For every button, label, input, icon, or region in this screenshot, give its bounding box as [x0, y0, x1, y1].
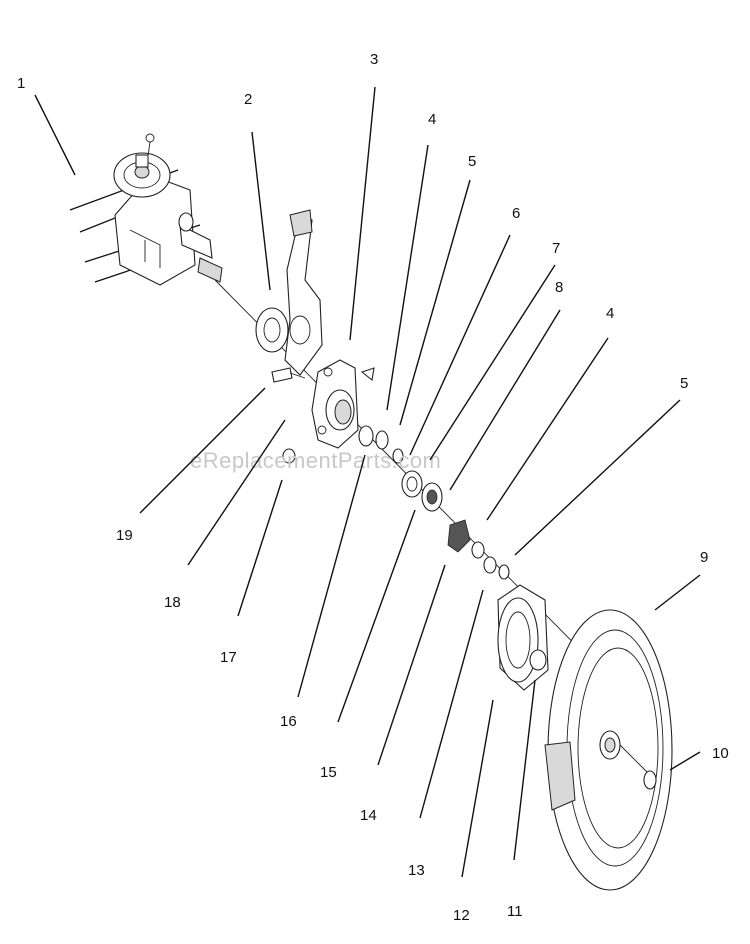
callout-label: 3: [370, 51, 378, 68]
gearbox-assembly: [69, 133, 223, 286]
callout-label: 10: [712, 745, 729, 762]
callout-label: 15: [320, 764, 337, 781]
callout-label: 13: [408, 862, 425, 879]
washers-bearings: [282, 425, 510, 580]
callout-label: 9: [700, 549, 708, 566]
callout-label: 18: [164, 594, 181, 611]
callout-label: 11: [507, 903, 523, 920]
bracket-plate: [255, 209, 323, 383]
callout-label: 2: [244, 91, 252, 108]
callout-label: 16: [280, 713, 297, 730]
callout-label: 17: [220, 649, 237, 666]
drive-housing: [311, 359, 375, 449]
watermark-text: eReplacementParts.com: [190, 448, 441, 473]
callout-label: 5: [680, 375, 688, 392]
callout-label: 8: [555, 279, 563, 296]
wheel: [544, 609, 673, 891]
leader-lines: [34, 86, 701, 878]
callout-label: 19: [116, 527, 133, 544]
callout-label: 12: [453, 907, 470, 924]
callout-label: 5: [468, 153, 476, 170]
callout-labels: 1 2 3 4 5 6 7 8 4 5 9 10 19 18 17 16 15 …: [17, 51, 729, 924]
callout-label: 7: [552, 240, 560, 257]
callout-label: 4: [428, 111, 436, 128]
callout-label: 4: [606, 305, 614, 322]
callout-label: 1: [17, 75, 25, 92]
callout-label: 6: [512, 205, 520, 222]
callout-label: 14: [360, 807, 377, 824]
hub-cap: [497, 584, 549, 691]
